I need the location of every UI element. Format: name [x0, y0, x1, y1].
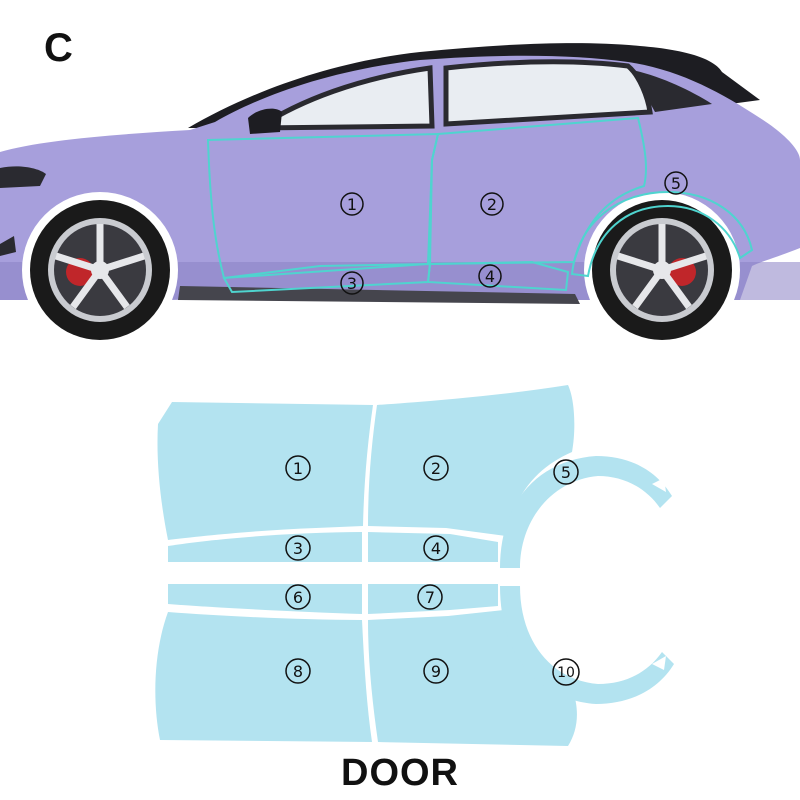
- film-piece-labels: 1 2 3 4 5 6 7 8: [285, 455, 580, 686]
- film-label-4: 4: [423, 535, 449, 561]
- car-outline-wheel-arch: [570, 190, 754, 278]
- svg-text:4: 4: [431, 539, 441, 558]
- car-illustration: 1 2 3 4 5: [0, 43, 800, 348]
- svg-text:1: 1: [347, 195, 357, 214]
- film-piece-9: [368, 610, 577, 746]
- film-label-5: 5: [553, 459, 579, 485]
- film-label-6: 6: [285, 584, 311, 610]
- car-label-2: 2: [480, 192, 504, 216]
- car-part-labels: 1 2 3 4 5: [340, 171, 688, 295]
- film-piece-3: [168, 532, 362, 562]
- front-bumper-light: [0, 236, 16, 256]
- film-piece-5: [500, 456, 672, 568]
- svg-text:8: 8: [293, 662, 303, 681]
- film-piece-5-notch: [652, 478, 666, 492]
- side-mirror: [248, 108, 282, 134]
- front-wheel: [22, 192, 178, 348]
- film-label-7: 7: [417, 584, 443, 610]
- svg-text:7: 7: [425, 588, 435, 607]
- car-outline-rear-rocker: [426, 260, 570, 292]
- svg-text:5: 5: [561, 463, 571, 482]
- svg-text:2: 2: [487, 195, 497, 214]
- svg-text:4: 4: [485, 267, 495, 286]
- film-piece-7: [368, 584, 498, 614]
- film-label-2: 2: [423, 455, 449, 481]
- film-pieces: [155, 385, 674, 746]
- page-letter: C: [44, 26, 73, 70]
- film-piece-4: [368, 532, 498, 562]
- svg-text:1: 1: [293, 459, 303, 478]
- film-label-3: 3: [285, 535, 311, 561]
- car-film-outline: [206, 116, 754, 294]
- footer-label: DOOR: [341, 752, 459, 794]
- film-piece-10-notch: [652, 656, 666, 670]
- rear-window: [443, 59, 653, 127]
- car-label-5: 5: [664, 171, 688, 195]
- svg-text:9: 9: [431, 662, 441, 681]
- film-label-8: 8: [285, 658, 311, 684]
- car-label-1: 1: [340, 192, 364, 216]
- film-piece-8: [155, 612, 372, 742]
- film-label-9: 9: [423, 658, 449, 684]
- svg-text:5: 5: [671, 174, 681, 193]
- film-label-10: 10: [552, 658, 580, 686]
- svg-text:2: 2: [431, 459, 441, 478]
- svg-text:3: 3: [293, 539, 303, 558]
- car-label-4: 4: [478, 264, 502, 288]
- film-piece-10: [500, 586, 674, 704]
- rear-quarter-window: [632, 70, 712, 112]
- headlight: [0, 166, 46, 188]
- car-label-3: 3: [340, 271, 364, 295]
- rear-wheel: [584, 192, 740, 348]
- svg-text:6: 6: [293, 588, 303, 607]
- film-piece-2: [368, 385, 575, 536]
- film-piece-6: [168, 584, 362, 614]
- film-label-1: 1: [285, 455, 311, 481]
- film-piece-1: [157, 402, 373, 540]
- svg-text:3: 3: [347, 274, 357, 293]
- svg-text:10: 10: [557, 665, 575, 681]
